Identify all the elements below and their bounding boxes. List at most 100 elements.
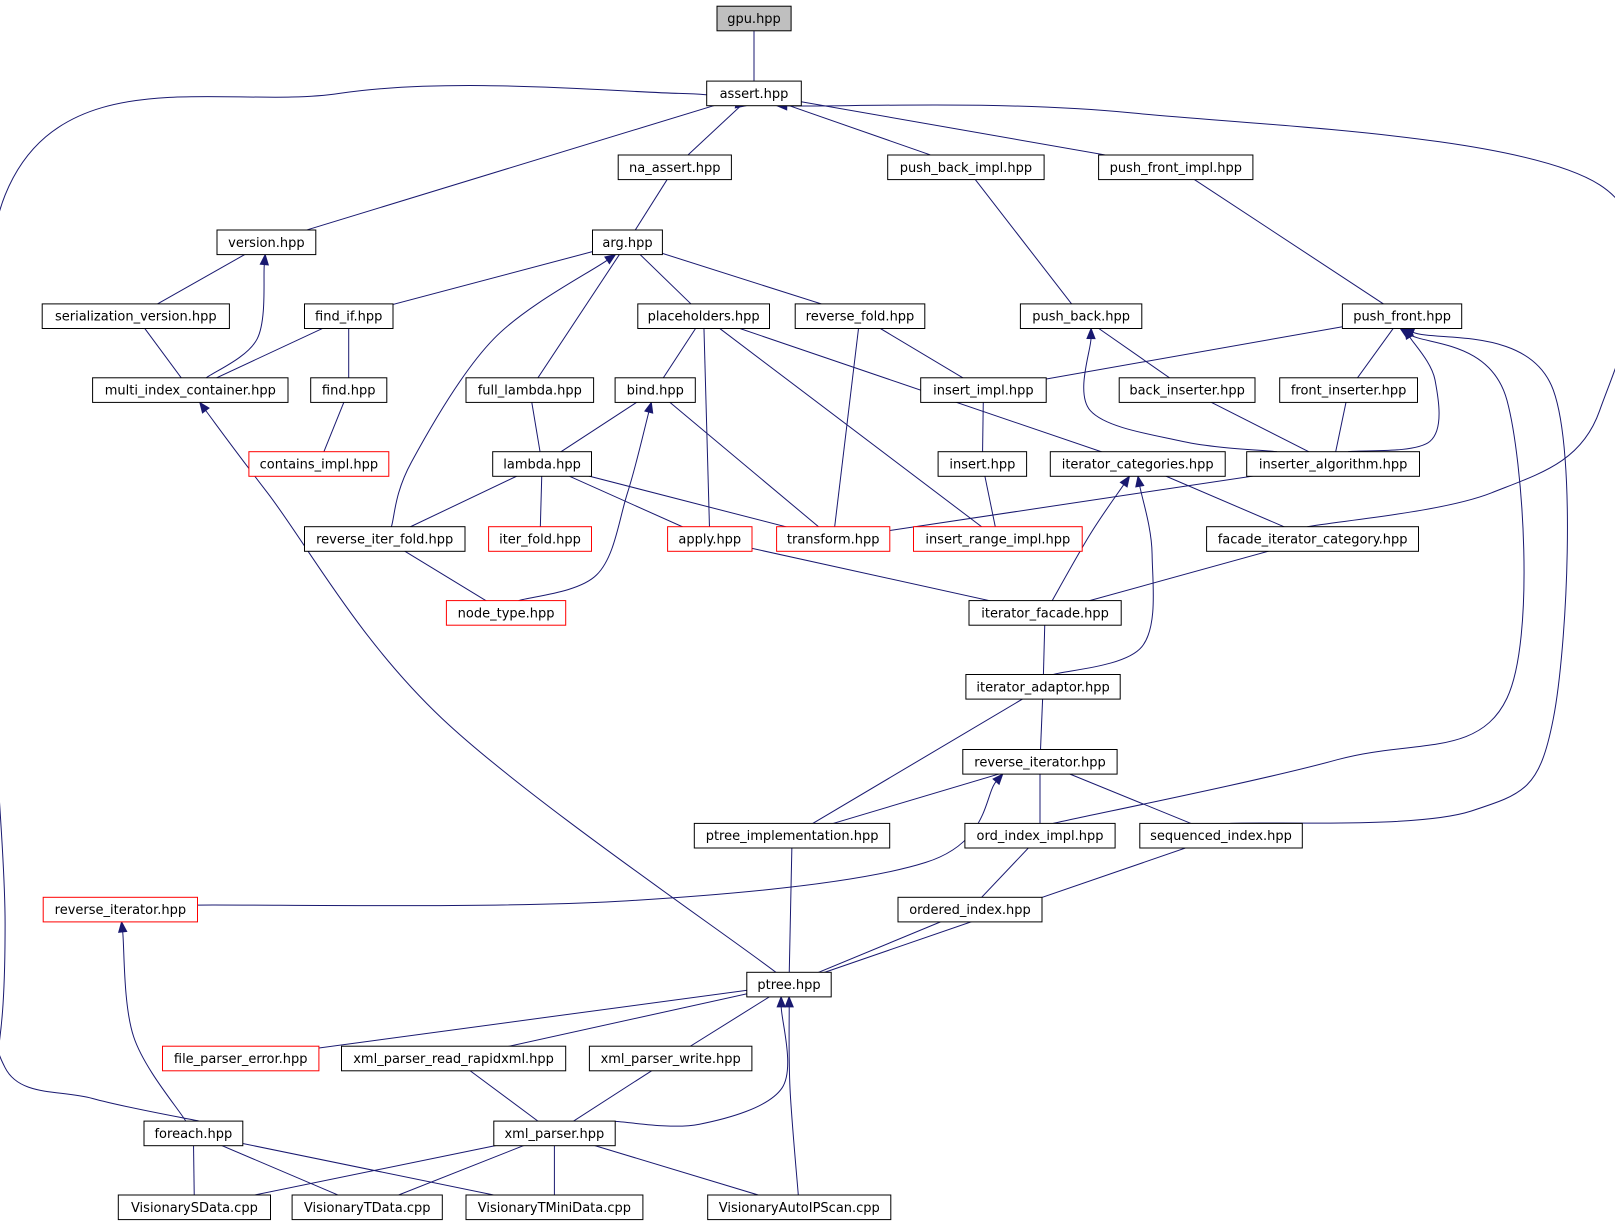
node-back-inserter[interactable]: back_inserter.hpp <box>1118 377 1256 403</box>
node-box[interactable] <box>964 822 1116 849</box>
node-box[interactable] <box>216 229 317 256</box>
node-iterator-facade[interactable]: iterator_facade.hpp <box>968 600 1122 626</box>
node-contains-impl[interactable]: contains_impl.hpp <box>248 451 390 477</box>
node-ptree[interactable]: ptree.hpp <box>746 971 832 998</box>
node-box[interactable] <box>962 749 1118 775</box>
node-insert-range-impl[interactable]: insert_range_impl.hpp <box>913 526 1083 552</box>
node-box[interactable] <box>41 303 230 329</box>
node-box[interactable] <box>1279 377 1418 403</box>
node-box[interactable] <box>592 229 663 256</box>
node-box[interactable] <box>706 80 802 107</box>
node-push-back[interactable]: push_back.hpp <box>1019 303 1143 329</box>
node-box[interactable] <box>887 154 1045 181</box>
node-apply[interactable]: apply.hpp <box>667 526 753 552</box>
node-box[interactable] <box>716 5 792 32</box>
node-box[interactable] <box>143 1120 244 1147</box>
node-serialization-version[interactable]: serialization_version.hpp <box>41 303 230 329</box>
node-find-if[interactable]: find_if.hpp <box>304 303 394 329</box>
node-box[interactable] <box>1019 303 1143 329</box>
node-box[interactable] <box>341 1045 567 1072</box>
node-ord-index-impl[interactable]: ord_index_impl.hpp <box>964 822 1116 849</box>
node-VisionaryTMiniData[interactable]: VisionaryTMiniData.cpp <box>465 1194 644 1221</box>
node-box[interactable] <box>1206 526 1419 552</box>
node-reverse-iter-fold[interactable]: reverse_iter_fold.hpp <box>304 526 466 552</box>
node-box[interactable] <box>913 526 1083 552</box>
node-xml-parser-read-rapidxml[interactable]: xml_parser_read_rapidxml.hpp <box>341 1045 567 1072</box>
node-box[interactable] <box>693 822 891 849</box>
node-box[interactable] <box>304 526 466 552</box>
node-push-front-impl[interactable]: push_front_impl.hpp <box>1098 154 1254 181</box>
node-gpu[interactable]: gpu.hpp <box>716 5 792 32</box>
node-file-parser-error[interactable]: file_parser_error.hpp <box>162 1045 320 1072</box>
node-assert[interactable]: assert.hpp <box>706 80 802 107</box>
node-box[interactable] <box>117 1194 271 1221</box>
node-box[interactable] <box>1139 822 1303 849</box>
node-placeholders[interactable]: placeholders.hpp <box>637 303 770 329</box>
node-facade-iterator-category[interactable]: facade_iterator_category.hpp <box>1206 526 1419 552</box>
node-box[interactable] <box>304 303 394 329</box>
node-box[interactable] <box>492 451 593 477</box>
node-box[interactable] <box>493 1120 616 1147</box>
node-insert[interactable]: insert.hpp <box>937 451 1028 477</box>
node-iterator-categories[interactable]: iterator_categories.hpp <box>1049 451 1226 477</box>
node-box[interactable] <box>465 1194 644 1221</box>
node-bind[interactable]: bind.hpp <box>614 377 696 403</box>
node-push-back-impl[interactable]: push_back_impl.hpp <box>887 154 1045 181</box>
node-ptree-implementation[interactable]: ptree_implementation.hpp <box>693 822 891 849</box>
node-box[interactable] <box>707 1194 892 1221</box>
node-box[interactable] <box>614 377 696 403</box>
node-front-inserter[interactable]: front_inserter.hpp <box>1279 377 1418 403</box>
node-box[interactable] <box>667 526 753 552</box>
node-box[interactable] <box>588 1045 753 1072</box>
node-VisionaryAutoIPScan[interactable]: VisionaryAutoIPScan.cpp <box>707 1194 892 1221</box>
node-box[interactable] <box>968 600 1122 626</box>
node-ordered-index[interactable]: ordered_index.hpp <box>897 896 1043 923</box>
node-transform[interactable]: transform.hpp <box>776 526 891 552</box>
node-box[interactable] <box>291 1194 443 1221</box>
node-box[interactable] <box>1341 303 1463 329</box>
node-box[interactable] <box>42 896 199 923</box>
node-reverse-iterator-red[interactable]: reverse_iterator.hpp <box>42 896 199 923</box>
node-box[interactable] <box>1049 451 1226 477</box>
node-box[interactable] <box>1118 377 1256 403</box>
node-arg[interactable]: arg.hpp <box>592 229 663 256</box>
node-box[interactable] <box>746 971 832 998</box>
node-box[interactable] <box>310 377 388 403</box>
node-VisionarySData[interactable]: VisionarySData.cpp <box>117 1194 271 1221</box>
node-reverse-iterator-hpp[interactable]: reverse_iterator.hpp <box>962 749 1118 775</box>
node-box[interactable] <box>162 1045 320 1072</box>
node-xml-parser[interactable]: xml_parser.hpp <box>493 1120 616 1147</box>
node-box[interactable] <box>92 377 289 403</box>
node-VisionaryTData[interactable]: VisionaryTData.cpp <box>291 1194 443 1221</box>
node-box[interactable] <box>248 451 390 477</box>
node-iter-fold[interactable]: iter_fold.hpp <box>488 526 593 552</box>
node-na-assert[interactable]: na_assert.hpp <box>617 154 732 181</box>
node-box[interactable] <box>776 526 891 552</box>
node-box[interactable] <box>1098 154 1254 181</box>
node-find[interactable]: find.hpp <box>310 377 388 403</box>
node-box[interactable] <box>465 377 595 403</box>
node-box[interactable] <box>445 600 567 626</box>
node-version[interactable]: version.hpp <box>216 229 317 256</box>
node-box[interactable] <box>1246 451 1420 477</box>
node-box[interactable] <box>937 451 1028 477</box>
node-box[interactable] <box>965 674 1121 700</box>
node-box[interactable] <box>920 377 1047 403</box>
node-box[interactable] <box>897 896 1043 923</box>
node-node-type[interactable]: node_type.hpp <box>445 600 567 626</box>
node-box[interactable] <box>794 303 926 329</box>
node-box[interactable] <box>617 154 732 181</box>
node-box[interactable] <box>488 526 593 552</box>
node-full-lambda[interactable]: full_lambda.hpp <box>465 377 595 403</box>
node-inserter-algorithm[interactable]: inserter_algorithm.hpp <box>1246 451 1420 477</box>
node-push-front[interactable]: push_front.hpp <box>1341 303 1463 329</box>
node-sequenced-index[interactable]: sequenced_index.hpp <box>1139 822 1303 849</box>
node-xml-parser-write[interactable]: xml_parser_write.hpp <box>588 1045 753 1072</box>
node-multi-index-container[interactable]: multi_index_container.hpp <box>92 377 289 403</box>
node-iterator-adaptor[interactable]: iterator_adaptor.hpp <box>965 674 1121 700</box>
node-lambda[interactable]: lambda.hpp <box>492 451 593 477</box>
node-reverse-fold[interactable]: reverse_fold.hpp <box>794 303 926 329</box>
node-box[interactable] <box>637 303 770 329</box>
node-foreach[interactable]: foreach.hpp <box>143 1120 244 1147</box>
node-insert-impl[interactable]: insert_impl.hpp <box>920 377 1047 403</box>
